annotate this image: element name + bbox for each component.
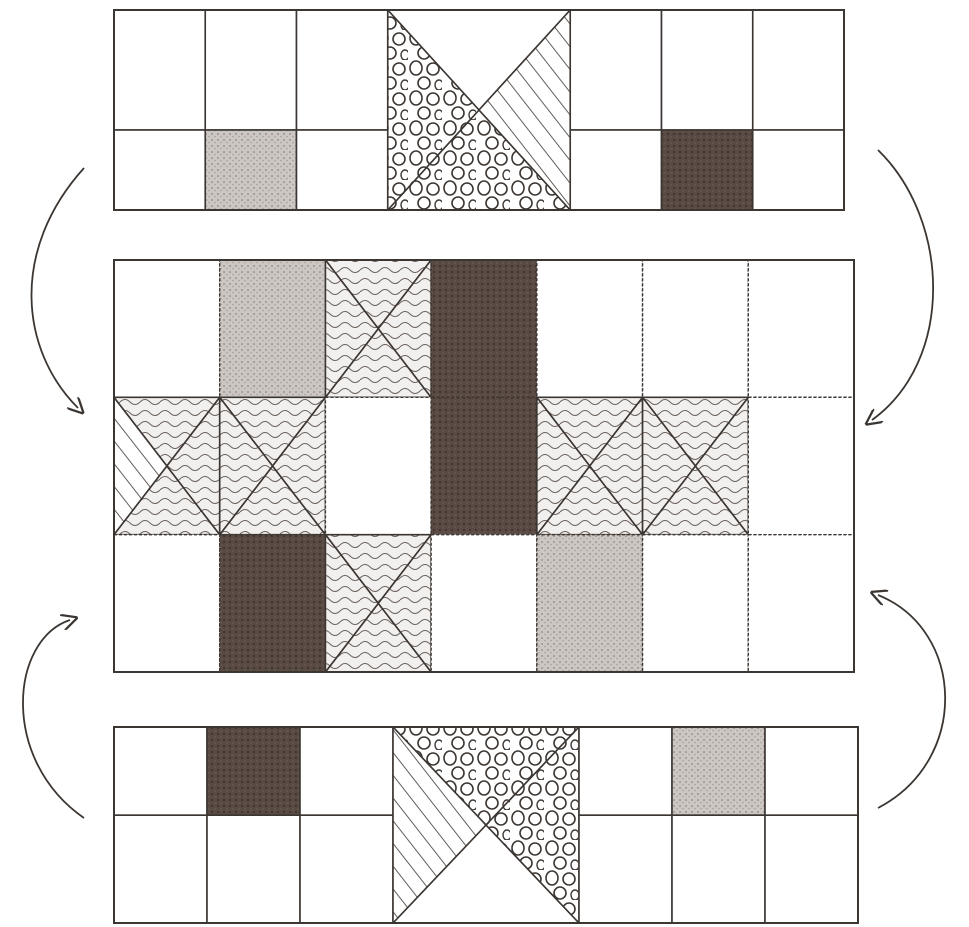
- bottom-unit-5-bottom: [672, 815, 765, 923]
- center-cell-r0-c5: [643, 260, 749, 397]
- center-cell-r2-c5: [643, 535, 749, 672]
- center-block: [114, 260, 854, 672]
- bottom-unit-1-bottom: [207, 815, 300, 923]
- arrow-bottom-left: [23, 620, 84, 818]
- bottom-unit-6-bottom: [765, 815, 858, 923]
- top-unit-6-bottom: [753, 130, 844, 210]
- center-cell-r0-c6: [748, 260, 854, 397]
- center-cell-r2-c0: [114, 535, 220, 672]
- top-unit-5-bottom: [662, 130, 753, 210]
- arrow-top-right: [872, 150, 933, 420]
- top-unit-0-top: [114, 10, 205, 130]
- top-unit-4-bottom: [570, 130, 661, 210]
- center-cell-r1-c3: [431, 397, 537, 534]
- center-cell-r2-c6: [748, 535, 854, 672]
- bottom-unit-2-top: [300, 727, 393, 815]
- top-unit-4-top: [570, 10, 661, 130]
- bottom-unit-4-bottom: [579, 815, 672, 923]
- bottom-unit-0-bottom: [114, 815, 207, 923]
- arrow-bottom-right: [878, 595, 945, 808]
- center-cell-r0-c1: [220, 260, 326, 397]
- top-unit-1-top: [205, 10, 296, 130]
- center-cell-r0-c4: [537, 260, 643, 397]
- center-cell-r1-c2: [325, 397, 431, 534]
- top-unit-2-bottom: [297, 130, 388, 210]
- center-cell-r1-c6: [748, 397, 854, 534]
- top-unit-1-bottom: [205, 130, 296, 210]
- bottom-unit-4-top: [579, 727, 672, 815]
- bottom-unit-0-top: [114, 727, 207, 815]
- bottom-unit-2-bottom: [300, 815, 393, 923]
- center-cell-r2-c4: [537, 535, 643, 672]
- top-unit-2-top: [297, 10, 388, 130]
- bottom-strip: [114, 727, 858, 923]
- top-unit-0-bottom: [114, 130, 205, 210]
- bottom-unit-6-top: [765, 727, 858, 815]
- top-unit-5-top: [662, 10, 753, 130]
- center-cell-r0-c0: [114, 260, 220, 397]
- bottom-unit-1-top: [207, 727, 300, 815]
- arrow-top-left: [31, 168, 84, 408]
- center-cell-r2-c3: [431, 535, 537, 672]
- center-cell-r2-c1: [220, 535, 326, 672]
- top-strip: [114, 10, 844, 210]
- bottom-unit-5-top: [672, 727, 765, 815]
- top-unit-6-top: [753, 10, 844, 130]
- center-cell-r0-c3: [431, 260, 537, 397]
